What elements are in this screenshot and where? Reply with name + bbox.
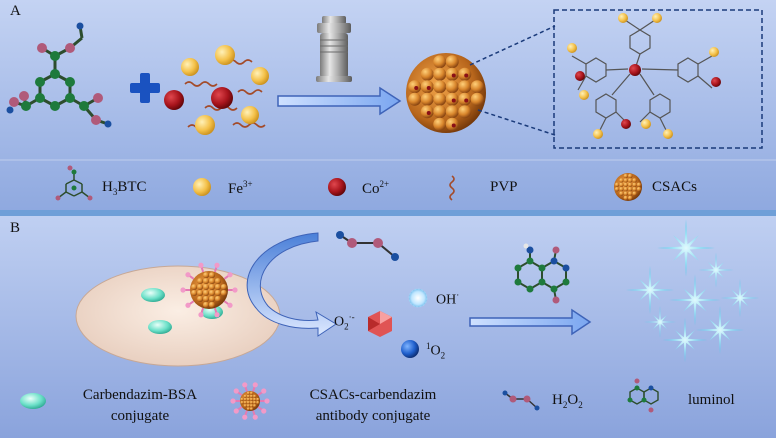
legend-pvp-label: PVP xyxy=(490,179,518,195)
legend-csacs-label: CSACs xyxy=(652,179,698,195)
hydroxyl-radical-label: OH· xyxy=(436,290,460,308)
luminol-molecule xyxy=(514,243,570,304)
legend-h2o2-icon xyxy=(502,390,540,411)
zoom-connector xyxy=(469,25,556,136)
chemiluminescence-arrow xyxy=(469,308,592,336)
legend-luminol-label: luminol xyxy=(688,392,735,408)
plus-icon xyxy=(130,73,160,103)
superoxide-icon xyxy=(368,311,392,337)
singlet-oxygen-icon xyxy=(401,340,419,358)
antibody-conjugate xyxy=(180,262,238,318)
legend-co-label: Co2+ xyxy=(362,179,390,197)
catalysis-curved-arrow xyxy=(246,232,337,337)
singlet-oxygen-label: 1O2 xyxy=(426,341,446,361)
legend-h2o2-label: H2O2 xyxy=(552,392,583,410)
csacs-nanoparticle xyxy=(406,53,486,133)
hydroxyl-radical-icon xyxy=(408,288,428,308)
legend-bsa-icon xyxy=(20,393,46,409)
zoom-box xyxy=(553,9,763,149)
chemiluminescence-glow xyxy=(626,219,760,363)
legend-antibody-icon xyxy=(230,382,270,420)
synthesis-arrow xyxy=(277,86,402,116)
panel-b-label: B xyxy=(10,220,21,236)
legend-h3btc-label: H3BTC xyxy=(102,179,147,197)
legend-luminol-icon xyxy=(627,378,659,413)
legend-co-icon xyxy=(328,178,346,196)
panel-divider xyxy=(0,210,776,216)
panel-a-label: A xyxy=(10,3,21,19)
legend-fe-label: Fe3+ xyxy=(228,179,253,197)
legend-csacs-icon xyxy=(614,173,642,201)
h3btc-molecule xyxy=(6,22,112,128)
legend-pvp-icon xyxy=(449,175,455,201)
mof-zoom-structure xyxy=(567,13,721,139)
autoclave-reactor-icon xyxy=(316,16,352,82)
bsa-conjugate xyxy=(141,288,165,302)
h2o2-molecule xyxy=(336,231,399,261)
legend-h3btc-icon xyxy=(55,165,93,201)
superoxide-label: O2·- xyxy=(334,312,355,332)
legend-fe-icon xyxy=(193,178,211,196)
bsa-conjugate xyxy=(148,320,172,334)
metal-ions-mixture xyxy=(164,45,269,135)
